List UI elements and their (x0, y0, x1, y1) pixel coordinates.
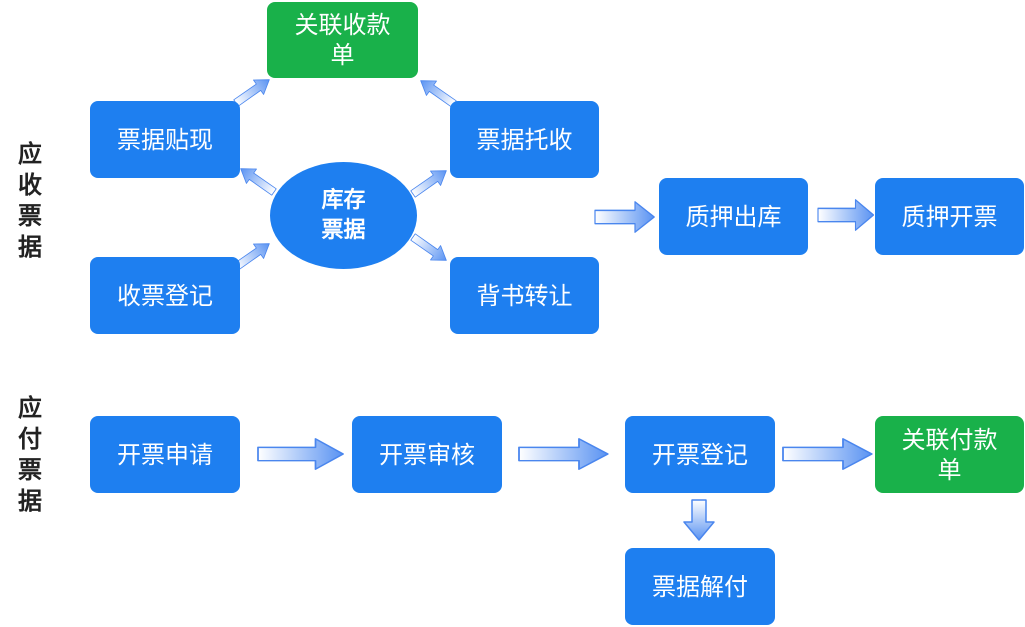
invoice-register-label: 开票登记 (652, 440, 748, 469)
related-receipt-label-line2: 单 (330, 41, 355, 69)
collection-node: 票据托收 (450, 101, 599, 178)
invoice-review-label: 开票审核 (379, 440, 475, 469)
inventory-notes-label-line2: 票据 (321, 217, 366, 243)
arrow-center-to-discount (235, 161, 280, 200)
arrow-register-to-related-payment (782, 437, 873, 471)
related-receipt-label-line1: 关联收款 (294, 11, 391, 39)
invoice-review-node: 开票审核 (352, 416, 502, 493)
receivable-label-char: 据 (18, 233, 42, 261)
endorse-node: 背书转让 (450, 257, 599, 334)
inventory-notes-label-line1: 库存 (321, 187, 366, 213)
invoice-apply-label: 开票申请 (117, 440, 213, 469)
collection-label: 票据托收 (476, 125, 573, 154)
invoice-register-node: 开票登记 (625, 416, 775, 493)
arrow-register-to-release (683, 499, 715, 541)
pledge-out-node: 质押出库 (659, 178, 808, 255)
invoice-apply-node: 开票申请 (90, 416, 240, 493)
pledge-invoice-label: 质押开票 (901, 202, 998, 231)
receivable-label-char: 收 (18, 171, 42, 199)
pledge-out-label: 质押出库 (685, 202, 782, 231)
inventory-notes-node: 库存 票据 (270, 162, 417, 269)
arrow-center-to-collection (407, 163, 452, 202)
receivable-label-char: 应 (18, 140, 42, 168)
related-payment-node: 关联付款 单 (875, 416, 1024, 493)
payable-label-char: 付 (18, 425, 42, 453)
arrow-center-to-endorse (407, 229, 452, 268)
payable-label-char: 据 (18, 487, 42, 515)
receivable-section-label: 应 收 票 据 (14, 139, 46, 263)
endorse-label: 背书转让 (476, 281, 573, 310)
related-payment-label-line2: 单 (937, 455, 962, 484)
discount-node: 票据贴现 (90, 101, 240, 178)
pledge-invoice-node: 质押开票 (875, 178, 1024, 255)
register-receipt-node: 收票登记 (90, 257, 240, 334)
receivable-label-char: 票 (18, 202, 42, 230)
register-receipt-label: 收票登记 (117, 281, 213, 310)
arrow-to-pledge-out (594, 201, 655, 233)
discount-label: 票据贴现 (117, 125, 213, 154)
payable-label-char: 应 (18, 394, 42, 422)
related-payment-label-line1: 关联付款 (901, 425, 998, 454)
arrow-review-to-register (518, 437, 609, 471)
note-release-label: 票据解付 (652, 572, 748, 601)
arrow-apply-to-review (257, 437, 344, 471)
payable-label-char: 票 (18, 456, 42, 484)
payable-section-label: 应 付 票 据 (14, 393, 46, 517)
arrow-pledge-out-to-invoice (817, 199, 875, 231)
note-release-node: 票据解付 (625, 548, 775, 625)
related-receipt-node: 关联收款 单 (267, 2, 418, 78)
